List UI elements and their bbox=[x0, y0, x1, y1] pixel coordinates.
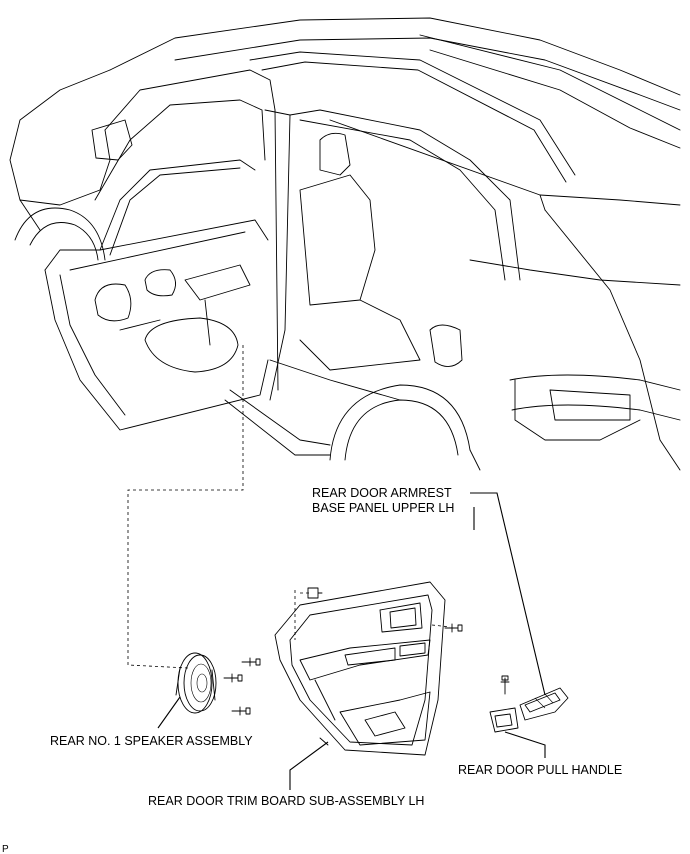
pull-handle-label: REAR DOOR PULL HANDLE bbox=[458, 763, 622, 777]
armrest-label-line1: REAR DOOR ARMREST bbox=[312, 486, 452, 500]
trim-screws bbox=[294, 587, 463, 746]
screw-icon bbox=[500, 675, 510, 695]
trim-board-label: REAR DOOR TRIM BOARD SUB-ASSEMBLY LH bbox=[148, 794, 424, 808]
rear-door-trim-board bbox=[274, 581, 446, 756]
screw-icon bbox=[241, 657, 261, 667]
corner-code: P bbox=[2, 844, 9, 854]
armrest-label-line2: BASE PANEL UPPER LH bbox=[312, 501, 454, 515]
speaker-assembly bbox=[175, 652, 217, 714]
vehicle-illustration bbox=[9, 17, 681, 471]
leader-lines bbox=[157, 492, 546, 790]
armrest-base-panel bbox=[519, 687, 569, 721]
speaker-screws bbox=[223, 657, 261, 716]
screw-icon bbox=[444, 623, 463, 633]
screw-icon bbox=[223, 673, 243, 683]
pull-handle bbox=[489, 675, 519, 733]
speaker-label: REAR NO. 1 SPEAKER ASSEMBLY bbox=[50, 734, 253, 748]
locator-dashed-line bbox=[127, 345, 244, 669]
screw-icon bbox=[231, 706, 251, 716]
clip-icon bbox=[307, 587, 323, 599]
